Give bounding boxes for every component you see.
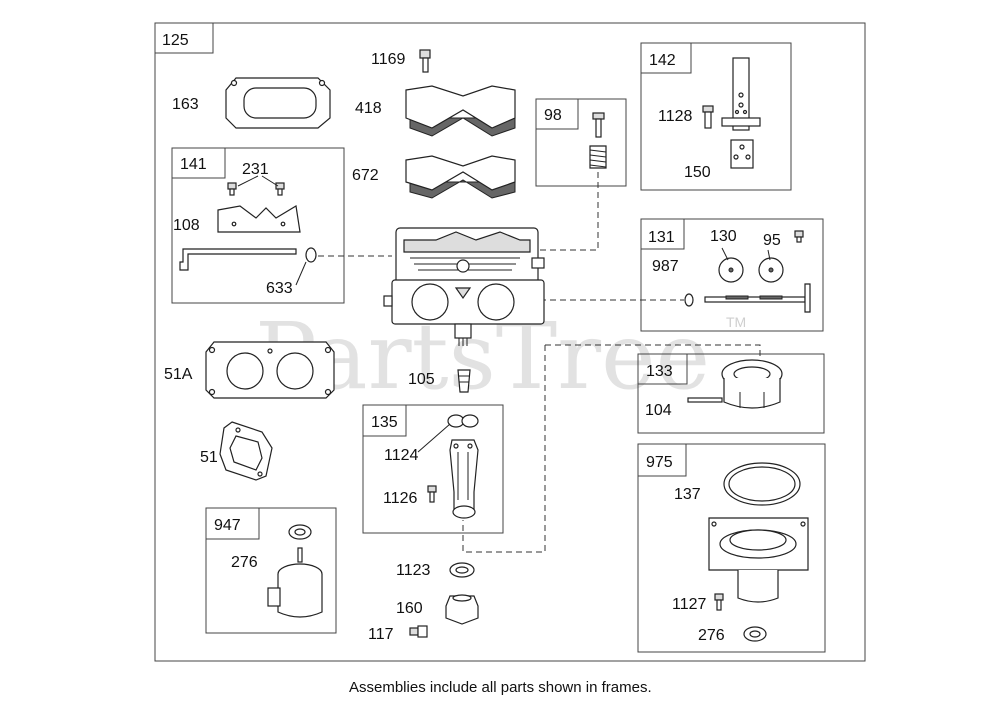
- frame-947-tag: [205, 507, 260, 540]
- label-987: 987: [652, 258, 679, 275]
- part-labels: 1169 163 418 672 1128 150 231 108 633 13…: [164, 51, 781, 644]
- parts-131: [684, 230, 811, 313]
- frame-125-label: 125: [162, 32, 189, 49]
- label-137: 137: [674, 486, 701, 503]
- frame-133-tag: [637, 353, 688, 385]
- frame-141: [171, 147, 345, 304]
- frame-135-label: 135: [371, 414, 398, 431]
- label-95: 95: [763, 232, 781, 249]
- label-1169: 1169: [371, 51, 406, 68]
- frame-142-tag: [640, 42, 692, 74]
- plate-672: [405, 155, 516, 199]
- label-1126: 1126: [383, 490, 418, 507]
- label-117: 117: [368, 626, 394, 643]
- label-160: 160: [396, 600, 423, 617]
- frame-133: [637, 353, 825, 434]
- frame-975-label: 975: [646, 454, 673, 471]
- plate-418: [405, 85, 516, 137]
- label-1123: 1123: [396, 562, 431, 579]
- label-104: 104: [645, 402, 672, 419]
- label-108: 108: [173, 217, 200, 234]
- bracket-142: [702, 57, 761, 169]
- label-leaders: [237, 175, 771, 453]
- gasket-51A: [205, 341, 335, 399]
- label-150: 150: [684, 164, 711, 181]
- frame-975-tag: [637, 443, 687, 477]
- frame-947: [205, 507, 337, 634]
- gasket-51: [219, 421, 273, 481]
- bottom-parts: [409, 562, 479, 638]
- frame-135-tag: [362, 404, 407, 437]
- frame-98-label: 98: [544, 107, 562, 124]
- frame-141-tag: [171, 147, 226, 179]
- parts-947: [267, 524, 323, 618]
- frame-133-label: 133: [646, 363, 673, 380]
- frame-98-tag: [535, 98, 579, 130]
- label-672: 672: [352, 167, 379, 184]
- frame-125-tag: [154, 22, 214, 54]
- frame-142: [640, 42, 792, 191]
- frame-131-tag: [640, 218, 685, 250]
- label-276-b: 276: [698, 627, 725, 644]
- label-1128: 1128: [658, 108, 693, 125]
- footer-caption: Assemblies include all parts shown in fr…: [349, 679, 652, 696]
- parts-133: [687, 359, 783, 409]
- watermark-trademark: TM: [726, 314, 746, 330]
- label-105: 105: [408, 371, 435, 388]
- frame-141-label: 141: [180, 156, 207, 173]
- screw-1169: [419, 49, 431, 73]
- frame-125: [154, 22, 866, 662]
- frame-947-label: 947: [214, 517, 241, 534]
- frame-131: [640, 218, 824, 332]
- frame-135: [362, 404, 504, 534]
- label-231: 231: [242, 161, 269, 178]
- frame-98: [535, 98, 627, 187]
- parts-135: [427, 414, 479, 519]
- parts-975: [708, 462, 809, 642]
- label-51: 51: [200, 449, 218, 466]
- frame-142-label: 142: [649, 52, 676, 69]
- needle-105: [457, 369, 471, 393]
- label-163: 163: [172, 96, 199, 113]
- label-418: 418: [355, 100, 382, 117]
- label-130: 130: [710, 228, 737, 245]
- parts-141: [179, 182, 317, 271]
- frame-975: [637, 443, 826, 653]
- leader-lines: [318, 172, 761, 553]
- label-1124: 1124: [384, 447, 419, 464]
- screw-spring-98: [589, 112, 607, 169]
- label-276-a: 276: [231, 554, 258, 571]
- label-51A: 51A: [164, 366, 193, 383]
- frame-131-label: 131: [648, 229, 675, 246]
- gasket-163: [225, 77, 331, 129]
- label-633: 633: [266, 280, 293, 297]
- label-1127: 1127: [672, 596, 707, 613]
- carburetor-body: [383, 227, 545, 346]
